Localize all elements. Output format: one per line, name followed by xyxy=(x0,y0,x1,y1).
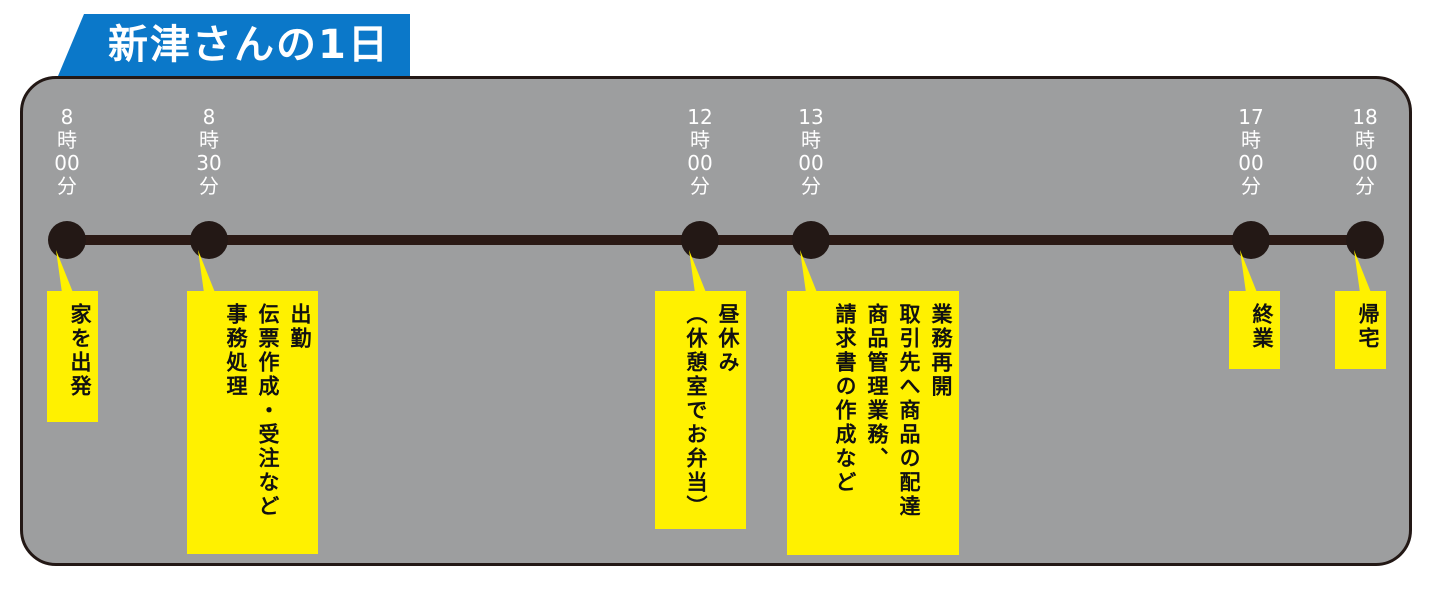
event-note-1200: 昼休み （休憩室でお弁当） xyxy=(655,291,746,529)
time-minute-unit: 分 xyxy=(801,174,821,198)
event-note-1700: 終業 xyxy=(1229,291,1280,369)
time-minute: 30 xyxy=(196,151,222,175)
time-hour-unit: 時 xyxy=(801,128,821,152)
time-hour: 18 xyxy=(1352,105,1378,129)
time-hour: 17 xyxy=(1238,105,1264,129)
note-line: 業務再開 xyxy=(929,303,953,399)
timeline-dot-0800 xyxy=(48,221,86,259)
time-hour: 12 xyxy=(687,105,713,129)
time-hour-unit: 時 xyxy=(199,128,219,152)
time-label-1700: 17 時 00 分 xyxy=(1221,106,1281,198)
note-line: 昼休み xyxy=(716,303,740,375)
time-label-0830: 8 時 30 分 xyxy=(179,106,239,198)
time-hour-unit: 時 xyxy=(1241,128,1261,152)
timeline-dot-1200 xyxy=(681,221,719,259)
time-label-1300: 13 時 00 分 xyxy=(781,106,841,198)
timeline-dot-1700 xyxy=(1232,221,1270,259)
time-hour: 13 xyxy=(798,105,824,129)
note-line: 終業 xyxy=(1250,303,1274,351)
time-minute: 00 xyxy=(1238,151,1264,175)
timeline-dot-0830 xyxy=(190,221,228,259)
time-label-0800: 8 時 00 分 xyxy=(37,106,97,198)
time-hour: 8 xyxy=(202,105,216,129)
time-minute: 00 xyxy=(798,151,824,175)
event-note-1800: 帰宅 xyxy=(1335,291,1386,369)
timeline-dot-1800 xyxy=(1346,221,1384,259)
time-hour: 8 xyxy=(60,105,74,129)
time-minute-unit: 分 xyxy=(690,174,710,198)
time-label-1800: 18 時 00 分 xyxy=(1335,106,1395,198)
note-line: 帰宅 xyxy=(1356,303,1380,351)
title-banner xyxy=(58,14,410,76)
time-minute: 00 xyxy=(1352,151,1378,175)
time-label-1200: 12 時 00 分 xyxy=(670,106,730,198)
note-line: 取引先へ商品の配達 xyxy=(897,303,921,519)
note-line: 請求書の作成など xyxy=(833,303,857,495)
note-line: 家を出発 xyxy=(68,303,92,399)
time-minute-unit: 分 xyxy=(199,174,219,198)
time-minute: 00 xyxy=(687,151,713,175)
time-hour-unit: 時 xyxy=(1355,128,1375,152)
note-line: 事務処理 xyxy=(224,303,248,399)
note-line: （休憩室でお弁当） xyxy=(684,303,708,519)
time-minute-unit: 分 xyxy=(1355,174,1375,198)
event-note-0800: 家を出発 xyxy=(47,291,98,422)
event-note-1300: 業務再開 取引先へ商品の配達 商品管理業務、 請求書の作成など xyxy=(787,291,959,555)
note-line: 伝票作成・受注など xyxy=(256,303,280,519)
page-title: 新津さんの1日 xyxy=(108,22,390,68)
time-minute-unit: 分 xyxy=(1241,174,1261,198)
time-hour-unit: 時 xyxy=(690,128,710,152)
note-line: 出勤 xyxy=(288,303,312,351)
time-minute-unit: 分 xyxy=(57,174,77,198)
time-minute: 00 xyxy=(54,151,80,175)
note-line: 商品管理業務、 xyxy=(865,303,889,471)
time-hour-unit: 時 xyxy=(57,128,77,152)
event-note-0830: 出勤 伝票作成・受注など 事務処理 xyxy=(187,291,318,554)
timeline-dot-1300 xyxy=(792,221,830,259)
